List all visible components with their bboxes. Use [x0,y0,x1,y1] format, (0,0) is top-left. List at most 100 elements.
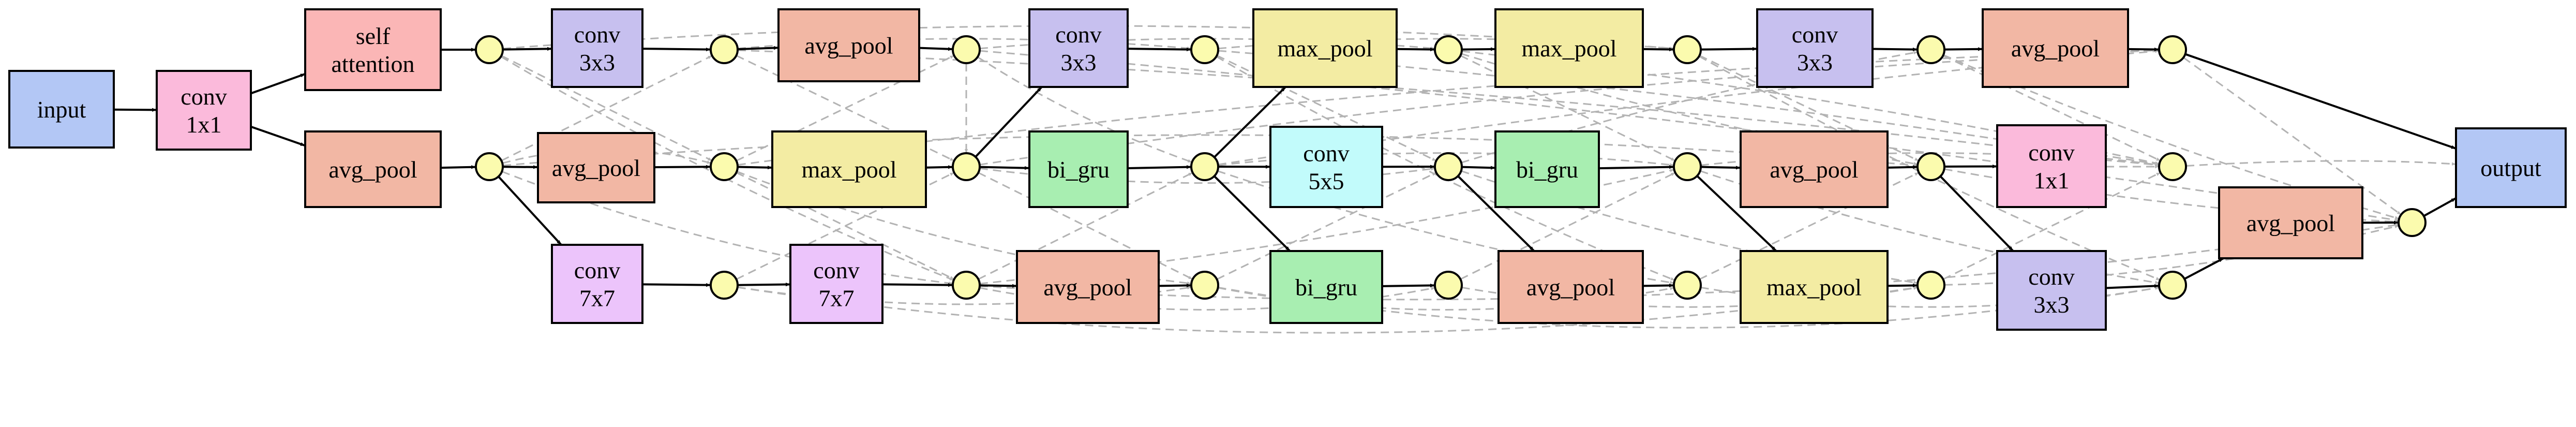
node-box [1269,126,1383,208]
node-box [1028,130,1129,208]
skip-edge-k4-to-j8 [1218,49,2160,166]
edge-avg_pool_f-to-k7 [1887,165,1918,169]
edge-max_pool_d-to-m6 [1887,283,1918,288]
junction-node [2158,152,2187,181]
junction-node [1434,35,1463,64]
edge-avg_pool_g-to-j8 [2128,47,2160,52]
junction-node [1190,35,1219,64]
skip-edge-j8-to-m8 [2183,56,2402,216]
node-label: avg_pool [2246,210,2335,237]
node-label: 7x7 [819,285,855,312]
node-box [1740,130,1889,208]
node-box [1996,124,2107,208]
node-label: bi_gru [1295,274,1357,301]
node-label: bi_gru [1047,156,1110,183]
edge-conv1x1_a-to-self_attention [250,72,306,95]
node-box [304,8,442,91]
node-label: conv [574,257,620,284]
skip-edge-k4-to-k6 [1218,152,1674,167]
node-avg-pool-d: avg_pool [1016,250,1160,324]
node-box [1756,8,1874,88]
node-max-pool-c: max_pool [1494,8,1644,88]
edge-k4-to-bi_gru_b [1214,175,1291,252]
node-label: conv [1055,21,1101,48]
skip-edge-j3-to-k4 [977,56,1192,163]
junction-node [1916,35,1945,64]
edge-k3-to-bi_gru_a [979,166,1030,170]
node-box [1494,8,1644,88]
node-avg-pool-c: avg_pool [777,8,920,82]
junction-node [2158,35,2187,64]
node-avg-pool-b: avg_pool [537,132,655,203]
skip-edge-m1-to-m6 [737,286,1918,334]
node-max-pool-d: max_pool [1740,250,1889,324]
junction-node [1673,35,1702,64]
skip-edge-j1-to-m2 [500,55,954,281]
node-label: max_pool [802,156,897,183]
edge-avg_pool_d-to-m3 [1158,283,1192,288]
skip-edge-k2-to-j8 [737,48,2160,166]
node-box [771,130,927,208]
node-label: conv [1303,140,1349,167]
node-label: output [2480,155,2541,181]
skip-edge-j4-to-k8 [1218,50,2160,166]
node-label: conv [181,83,227,110]
node-avg-pool-g: avg_pool [1982,8,2129,88]
node-label: avg_pool [328,156,417,183]
node-label: max_pool [1278,35,1373,62]
node-max-pool-a: max_pool [771,130,927,208]
node-label: conv [2028,139,2074,166]
skip-edge-k1-to-k7 [502,134,1918,167]
node-box [1996,250,2107,331]
junction-node [2398,208,2427,237]
skip-edge-m3-to-m7 [1218,286,2160,329]
edge-k6-to-avg_pool_f [1700,166,1741,170]
skip-edge-m3-to-k5 [1216,172,1437,280]
edge-conv7x7_a-to-m1 [642,283,711,287]
junction-node [1434,271,1463,300]
node-box [8,70,115,149]
node-box [551,244,643,324]
edge-avg_pool_e-to-m5 [1642,283,1674,288]
edge-conv1x1_a-to-avg_pool_a [250,125,306,147]
junction-node [1916,152,1945,181]
junction-node [1673,271,1702,300]
node-box [2218,186,2363,259]
node-label: input [37,96,86,123]
junction-node [1673,152,1702,181]
node-label: 5x5 [1309,168,1344,195]
junctions [475,35,2427,300]
edge-m8-to-output [2423,197,2457,217]
edge-max_pool_c-to-j6 [1642,47,1674,52]
node-box [1028,8,1129,88]
node-label: max_pool [1766,274,1862,301]
edge-k1-to-conv7x7_a [498,175,562,246]
node-label: 3x3 [2034,291,2070,318]
node-box [2455,127,2567,208]
node-label: conv [1792,21,1838,48]
node-box [156,70,252,151]
node-avg-pool-f: avg_pool [1740,130,1889,208]
skip-edge-j5-to-k8 [1461,50,2160,165]
node-label: 1x1 [186,111,222,138]
node-box [1269,250,1383,324]
skip-edge-j3-to-m8 [979,50,2399,222]
node-label: avg_pool [1526,274,1615,301]
edge-conv7x7_b-to-m2 [882,283,953,287]
node-label: 1x1 [2034,167,2070,194]
skip-edge-j1-to-k2 [501,55,713,161]
junction-node [710,152,739,181]
edge-bi_gru_c-to-k6 [1598,165,1674,170]
edge-k2-to-max_pool_a [737,166,773,170]
node-label: avg_pool [552,155,640,181]
edge-j7-to-avg_pool_g [1944,47,1983,51]
node-box [789,244,883,324]
node-label: self [356,23,391,49]
